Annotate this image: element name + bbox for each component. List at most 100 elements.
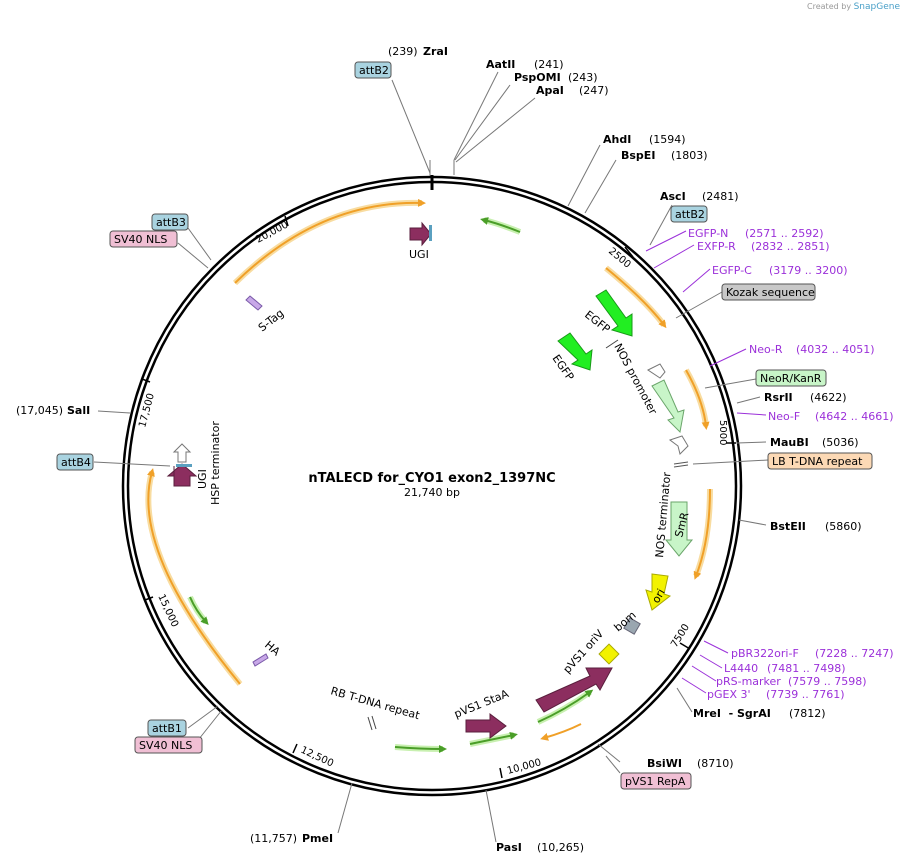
neo-f-range: (4642 .. 4661) [815,410,894,423]
attb3-label: attB3 [156,216,186,229]
attb2-right-label: attB2 [675,208,705,221]
pmei-name: PmeI [302,832,333,845]
green-arrow-left [189,596,209,625]
tick-2500: 2500 [606,246,633,271]
orf-arc-smr [693,488,711,580]
mrei-sgrai-name: MreI - SgrAI [693,707,771,720]
smr-label: SmR [672,511,691,539]
egfp-n-range: (2571 .. 2592) [745,227,824,240]
apai-name: ApaI [536,84,564,97]
bspei-name: BspEI [621,149,655,162]
orf-arc-repa [540,723,582,741]
pspomi-name: PspOMI [514,71,561,84]
maubi-name: MauBI [770,436,809,449]
credit-prefix: Created by [807,2,852,11]
neo-r-name: Neo-R [749,343,783,356]
sv40-nls-bottom-label: SV40 NLS [139,739,192,752]
egfp-n-name: EGFP-N [688,227,728,240]
nos-terminator-open-arrow [668,435,689,455]
ha-mark [252,653,269,667]
green-arrow-bottom-1 [394,744,447,753]
pgex3-name: pGEX 3' [707,688,751,701]
maubi-pos: (5036) [822,436,859,449]
ahdi-name: AhdI [603,133,631,146]
neor-kanr-label: NeoR/KanR [760,372,822,385]
rb-tdna-label: RB T-DNA repeat [329,684,422,722]
rsrii-pos: (4622) [810,391,847,404]
pbr322ori-f-range: (7228 .. 7247) [815,647,894,660]
orf-arc-egfp [605,267,667,329]
pasi-pos: (10,265) [537,841,584,854]
bsteii-pos: (5860) [825,520,862,533]
snapgene-logo: SnapGene [853,2,900,12]
attb2-top-label: attB2 [359,64,389,77]
pbr322ori-f-name: pBR322ori-F [731,647,799,660]
attb2-top-mark [429,225,432,241]
pvs1-repa-label: pVS1 RepA [625,775,686,788]
ugi-top-label: UGI [409,248,429,261]
green-arrow-bottom-3 [537,689,594,723]
sali-name: SalI [67,404,90,417]
enzyme-leaders [93,71,769,843]
egfp-c-range: (3179 .. 3200) [769,264,848,277]
exfp-r-name: EXFP-R [697,240,736,253]
nos-promoter-open-arrow [647,363,666,379]
tick-5000: 5000 [717,420,728,445]
enzyme-labels: (239) ZraI AatII (241) PspOMI (243) ApaI… [16,45,862,854]
pgex3-range: (7739 .. 7761) [766,688,845,701]
asci-name: AscI [660,190,686,203]
ugi-left-label: UGI [196,469,209,489]
bsteii-name: BstEII [770,520,806,533]
bspei-pos: (1803) [671,149,708,162]
l4440-range: (7481 .. 7498) [767,662,846,675]
orf-arc-left [147,468,241,685]
plasmid-size: 21,740 bp [404,486,460,499]
ori-label: ori [649,587,667,606]
zrai-name: ZraI [423,45,448,58]
ori-arrow [645,573,672,611]
attb4-label: attB4 [61,456,91,469]
tick-7500: 7500 [669,622,692,649]
backbone [121,175,743,797]
primer-labels: EGFP-N (2571 .. 2592) EXFP-R (2832 .. 28… [688,227,894,701]
green-arrow-bottom-2 [469,731,518,745]
stag-label: S-Tag [256,307,287,335]
lb-tdna-label: LB T-DNA repeat [772,455,863,468]
nos-promoter-label: NOS promoter [611,341,660,417]
prs-marker-name: pRS-marker [716,675,781,688]
rsrii-name: RsrII [764,391,793,404]
l4440-name: L4440 [724,662,758,675]
green-arrow-top [480,217,521,233]
ahdi-pos: (1594) [649,133,686,146]
orf-arc-neo [685,369,710,430]
bom-box [623,617,641,635]
pvs1-oriv-diamond [598,643,620,665]
ugi-top-arrow [409,221,432,247]
apai-pos: (247) [579,84,609,97]
neo-f-name: Neo-F [768,410,800,423]
aatii-pos: (241) [534,58,564,71]
bsiwi-name: BsiWI [647,757,682,770]
sali-pos: (17,045) [16,404,63,417]
hsp-terminator-label: HSP terminator [209,421,222,505]
ugi-left-arrow [166,463,198,487]
pvs1-staa-arrow-1 [535,667,613,713]
snapgene-credit: Created by SnapGene [807,2,900,12]
tick-10000: 10,000 [506,757,543,777]
tick-12500: 12,500 [299,745,335,770]
green-arcs [187,217,594,753]
plasmid-name: nTALECD for_CYO1 exon2_1397NC [308,471,555,486]
sv40-nls-top-label: SV40 NLS [114,233,167,246]
pvs1-staa-arrow-2 [465,713,507,739]
primer-leaders [645,230,767,694]
neo-r-range: (4032 .. 4051) [796,343,875,356]
egfp-arrow-1 [595,289,633,337]
hsp-term-open-arrow [172,443,192,463]
orf-arcs [145,198,713,741]
exfp-r-range: (2832 .. 2851) [751,240,830,253]
egfp-arrow-2 [557,332,593,371]
pmei-pos: (11,757) [250,832,297,845]
pasi-name: PasI [496,841,522,854]
zrai-pos: (239) [388,45,418,58]
